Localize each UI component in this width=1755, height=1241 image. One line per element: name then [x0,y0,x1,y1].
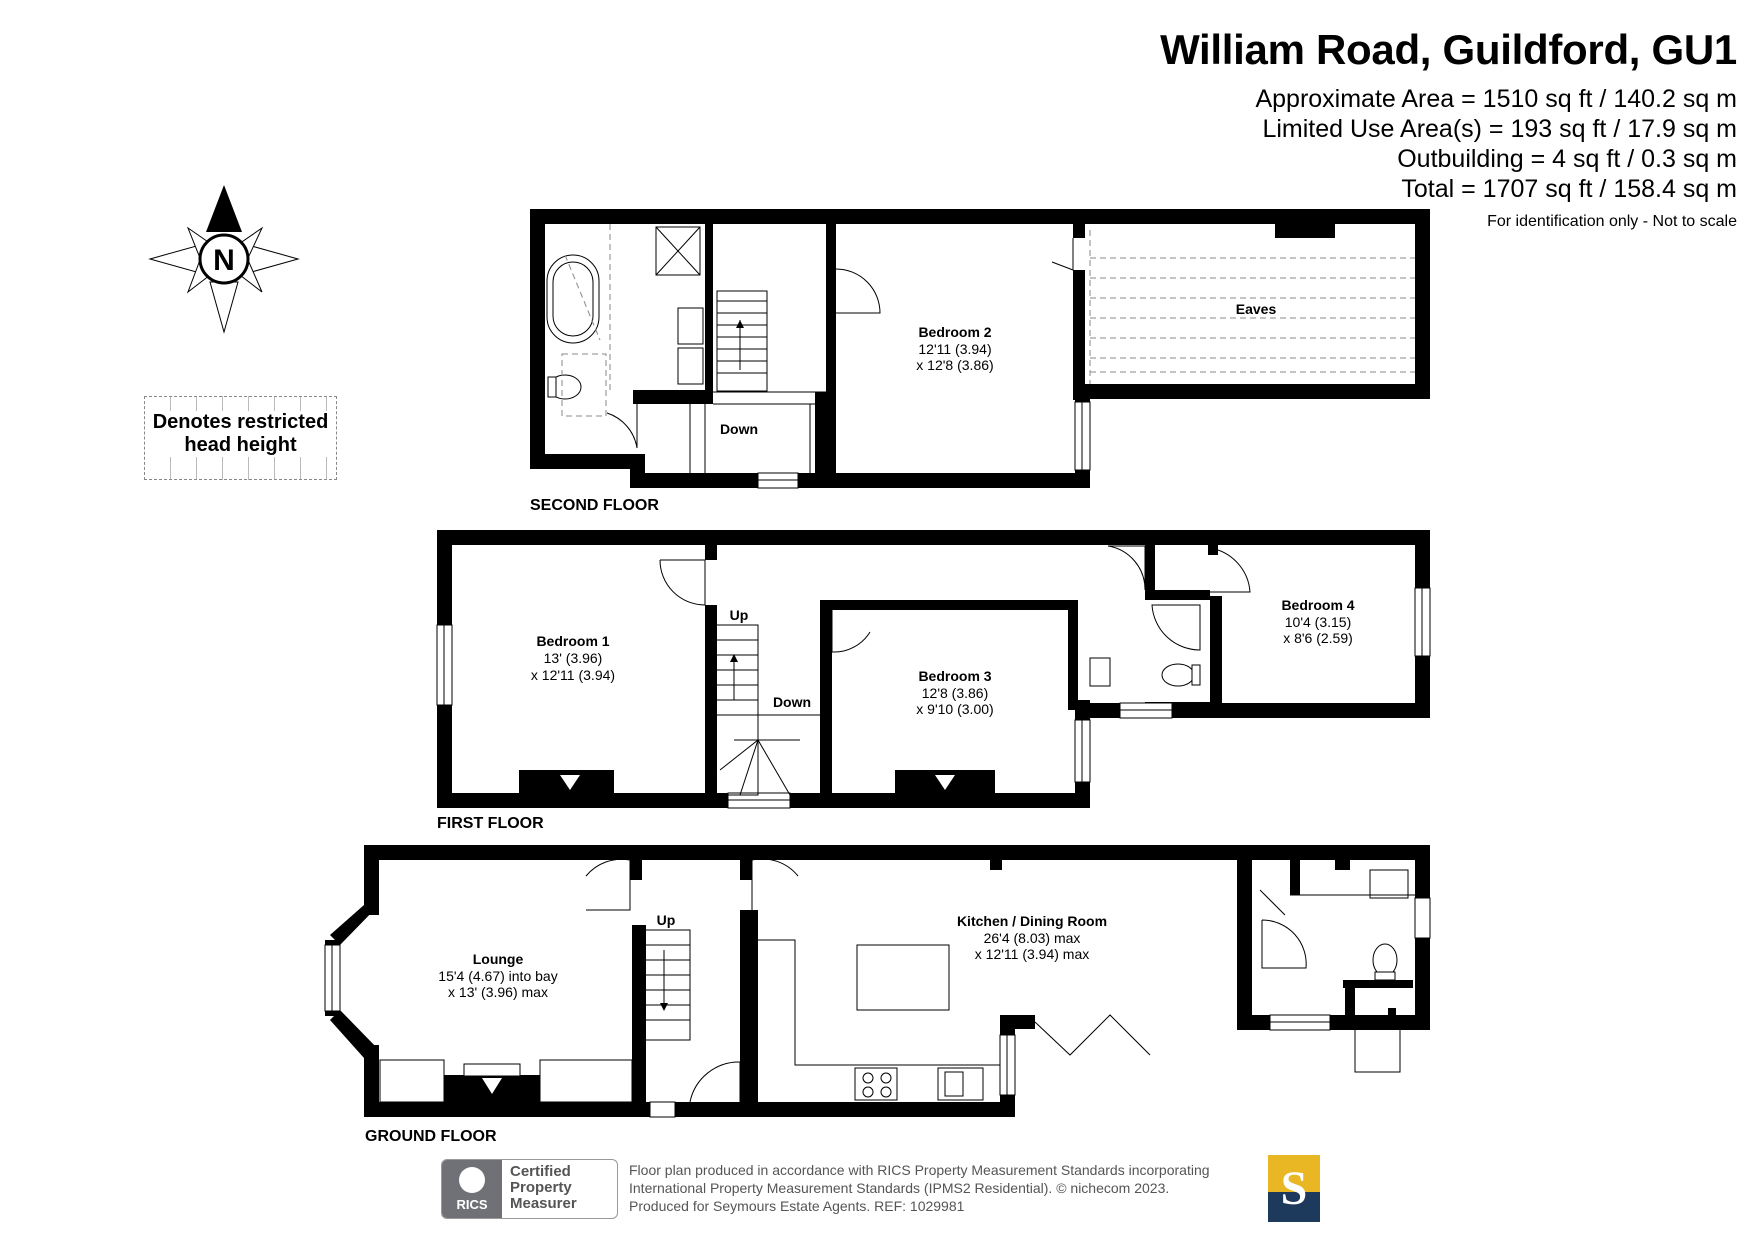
footer-line-1: Floor plan produced in accordance with R… [629,1162,1210,1178]
first-floor-stairs-up: Up [730,607,749,623]
kitchen-dining-name: Kitchen / Dining Room [957,913,1107,929]
bedroom-3-dim1: 12'8 (3.86) [922,685,989,701]
seymours-logo: S [1268,1155,1320,1222]
seymours-logo-letter: S [1280,1162,1308,1215]
rics-line-1: Certified [510,1163,571,1180]
restricted-height-legend: Denotes restricted head height [144,396,337,480]
total-area: Total = 1707 sq ft / 158.4 sq m [1401,175,1737,203]
bedroom-2-dim1: 12'11 (3.94) [918,341,991,357]
compass-icon: N [148,185,300,334]
bedroom-2-dim2: x 12'8 (3.86) [916,357,993,373]
first-floor-plan: Bedroom 1 13' (3.96) x 12'11 (3.94) Bedr… [436,530,1431,832]
first-floor-stairs-down: Down [773,694,811,710]
kitchen-dining-dim2: x 12'11 (3.94) max [975,946,1089,962]
lounge-dim2: x 13' (3.96) max [448,984,548,1000]
bedroom-4-dim2: x 8'6 (2.59) [1283,630,1353,646]
footer-notice: Floor plan produced in accordance with R… [629,1161,1210,1215]
rics-badge-text: Certified Property Measurer [502,1160,585,1218]
rics-certified-badge: RICS Certified Property Measurer [441,1159,618,1219]
page-title: William Road, Guildford, GU1 [1160,26,1737,73]
ground-floor-stairs-up: Up [657,912,676,928]
area-summary: Approximate Area = 1510 sq ft / 140.2 sq… [1255,84,1737,204]
bedroom-3-name: Bedroom 3 [918,668,991,684]
footer-line-3: Produced for Seymours Estate Agents. REF… [629,1198,965,1214]
approximate-area: Approximate Area = 1510 sq ft / 140.2 sq… [1255,85,1737,113]
ground-floor-plan: Lounge 15'4 (4.67) into bay x 13' (3.96)… [324,845,1431,1145]
second-floor-label: SECOND FLOOR [530,497,659,514]
rics-logo-text: RICS [456,1197,488,1212]
eaves-label: Eaves [1236,301,1277,317]
bedroom-3-dim2: x 9'10 (3.00) [916,701,993,717]
limited-use-area: Limited Use Area(s) = 193 sq ft / 17.9 s… [1262,115,1737,143]
legend-line-1: Denotes restricted [145,411,336,434]
bedroom-2-name: Bedroom 2 [918,324,991,340]
kitchen-dining-dim1: 26'4 (8.03) max [984,930,1081,946]
compass-north-label: N [213,244,235,277]
bedroom-1-dim2: x 12'11 (3.94) [531,667,615,683]
lounge-name: Lounge [473,951,524,967]
rics-line-3: Measurer [510,1195,577,1212]
second-floor-plan: Bedroom 2 12'11 (3.94) x 12'8 (3.86) Eav… [530,209,1430,514]
bedroom-4-name: Bedroom 4 [1281,597,1354,613]
rics-logo: RICS [442,1160,502,1218]
second-floor-stairs-down: Down [720,421,758,437]
seymours-logo-base [1268,1192,1320,1222]
rics-line-2: Property [510,1179,572,1196]
bedroom-1-dim1: 13' (3.96) [544,650,603,666]
bedroom-1-name: Bedroom 1 [536,633,609,649]
lounge-dim1: 15'4 (4.67) into bay [438,968,557,984]
identification-note: For identification only - Not to scale [1487,213,1737,230]
legend-line-2: head height [145,434,336,457]
footer-line-2: International Property Measurement Stand… [629,1180,1170,1196]
outbuilding-area: Outbuilding = 4 sq ft / 0.3 sq m [1397,145,1737,173]
first-floor-label: FIRST FLOOR [437,815,544,832]
bedroom-4-dim1: 10'4 (3.15) [1285,614,1352,630]
ground-floor-label: GROUND FLOOR [365,1128,497,1145]
rics-lion-icon [459,1167,485,1193]
